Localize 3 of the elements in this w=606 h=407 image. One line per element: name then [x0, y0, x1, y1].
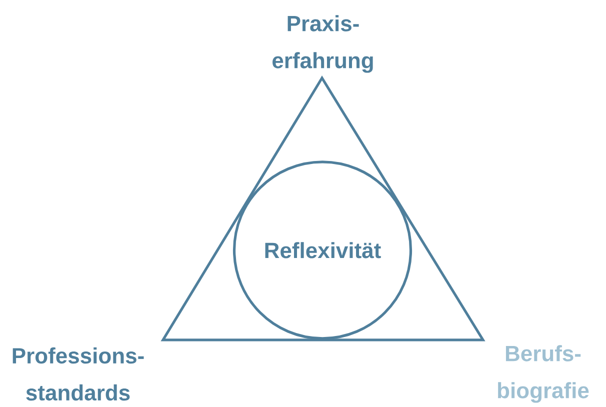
- vertex-label: Professions- standards: [12, 347, 144, 401]
- vertex-label: Berufs- biografie: [498, 345, 589, 403]
- vertex-label: Praxis- erfahrung: [272, 15, 373, 73]
